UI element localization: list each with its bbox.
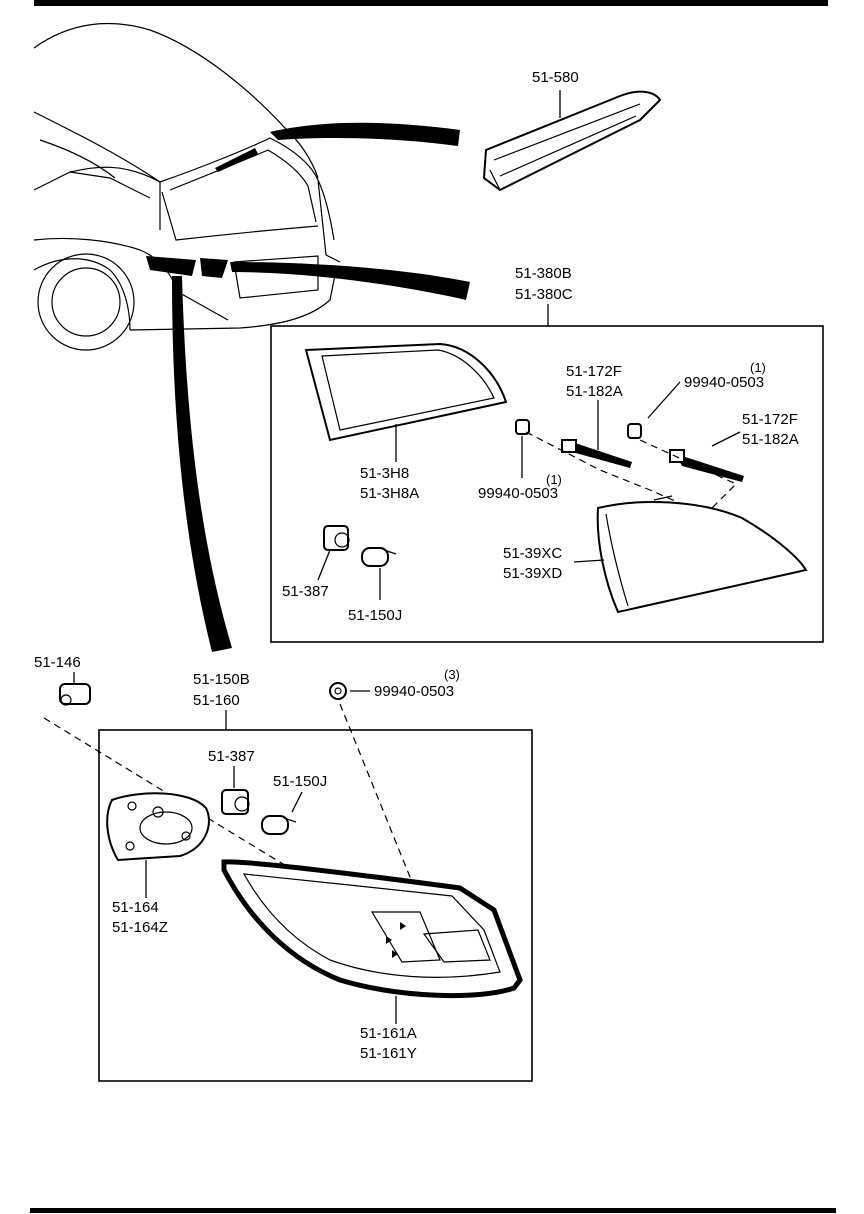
- qty-outer-nut: (3): [444, 667, 460, 682]
- outer-bulb-part: [261, 815, 297, 835]
- outer-gasket-part: [106, 792, 210, 862]
- label-51-3H8A: 51-3H8A: [360, 485, 419, 502]
- label-51-146: 51-146: [34, 654, 81, 671]
- inner-bracket-a-part: [561, 439, 632, 468]
- label-51-150B: 51-150B: [193, 671, 250, 688]
- leader-swoosh-stop-lamp: [270, 122, 460, 146]
- inner-bulb-part: [361, 547, 397, 567]
- qty-inner-nut-a: (1): [546, 472, 562, 487]
- inner-bracket-b-part: [669, 449, 744, 482]
- label-51-39XC: 51-39XC: [503, 545, 562, 562]
- label-51-172F-b: 51-172F: [742, 411, 798, 428]
- label-51-161Y: 51-161Y: [360, 1045, 417, 1062]
- label-51-172F-a: 51-172F: [566, 363, 622, 380]
- label-99940-0503-outer: 99940-0503: [374, 683, 454, 700]
- label-99940-0503-b: 99940-0503: [684, 374, 764, 391]
- leader-swoosh-outer-lamp: [172, 276, 232, 652]
- label-51-387-outer: 51-387: [208, 748, 255, 765]
- label-51-161A: 51-161A: [360, 1025, 417, 1042]
- label-51-182A-b: 51-182A: [742, 431, 799, 448]
- label-51-150J-outer: 51-150J: [273, 773, 327, 790]
- label-51-182A-a: 51-182A: [566, 383, 623, 400]
- label-51-164: 51-164: [112, 899, 159, 916]
- label-51-380C: 51-380C: [515, 286, 573, 303]
- bottom-border-bar: [30, 1208, 836, 1213]
- qty-inner-nut-b: (1): [750, 360, 766, 375]
- outer-lamp-group-box: [98, 729, 533, 1082]
- label-51-39XD: 51-39XD: [503, 565, 562, 582]
- label-51-160: 51-160: [193, 692, 240, 709]
- label-51-164Z: 51-164Z: [112, 919, 168, 936]
- label-51-380B: 51-380B: [515, 265, 572, 282]
- label-99940-0503-a: 99940-0503: [478, 485, 558, 502]
- outer-nut-part: [329, 682, 347, 700]
- inner-lens-part: [596, 495, 808, 614]
- label-51-150J-inner: 51-150J: [348, 607, 402, 624]
- inner-lamp-group-box: [270, 325, 824, 643]
- outer-socket-top-part: [59, 683, 91, 706]
- outer-socket-part: [221, 789, 250, 815]
- inner-socket-part: [323, 525, 350, 551]
- high-mount-stop-lamp-part: [482, 90, 662, 192]
- outer-lens-part: [221, 859, 523, 999]
- label-51-3H8: 51-3H8: [360, 465, 409, 482]
- inner-nut-b-part: [627, 423, 642, 439]
- label-51-387-inner: 51-387: [282, 583, 329, 600]
- label-51-580: 51-580: [532, 69, 579, 86]
- top-border-bar: [34, 0, 828, 6]
- inner-gasket-part: [304, 342, 508, 442]
- leader-swoosh-inner-lamp: [230, 262, 470, 300]
- vehicle-illustration: [33, 22, 341, 351]
- inner-nut-a-part: [515, 419, 530, 435]
